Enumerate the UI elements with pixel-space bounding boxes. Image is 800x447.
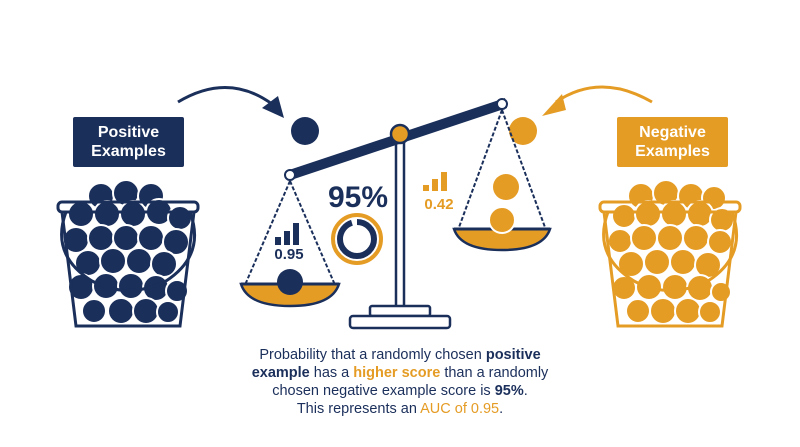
gauge-ring-icon xyxy=(331,213,383,265)
caption-auc: AUC of 0.95 xyxy=(420,401,500,417)
negative-examples-label: Negative Examples xyxy=(617,117,728,167)
balance-scale-icon xyxy=(239,98,552,330)
explanation-caption: Probability that a randomly chosen posit… xyxy=(220,346,580,418)
caption-text-10: This represents an xyxy=(296,401,421,417)
positive-label-line2: Examples xyxy=(91,143,166,160)
caption-positive: positive xyxy=(485,347,541,363)
falling-negative-ball-icon xyxy=(509,117,537,145)
negative-bar-chart-icon xyxy=(423,172,447,191)
left-curved-arrow-icon xyxy=(177,86,284,118)
negative-bucket-icon xyxy=(598,179,742,328)
caption-text-9: . xyxy=(523,383,528,399)
positive-score: 0.95 xyxy=(274,246,304,263)
falling-positive-ball-icon xyxy=(291,117,319,145)
caption-text-7: chosen negative example score is xyxy=(272,383,495,399)
positive-label-line1: Positive xyxy=(97,124,160,141)
positive-balls xyxy=(62,179,193,325)
positive-bucket-icon xyxy=(56,179,200,328)
right-curved-arrow-icon xyxy=(542,85,653,116)
caption-text-6: than a randomly xyxy=(440,365,549,381)
positive-bar-chart-icon xyxy=(275,223,299,245)
caption-95: 95% xyxy=(494,383,524,399)
caption-text-4: has a xyxy=(309,365,354,381)
positive-examples-label: Positive Examples xyxy=(73,117,184,167)
caption-text-1: Probability that a randomly chosen xyxy=(259,347,486,363)
negative-score: 0.42 xyxy=(424,196,454,213)
caption-higher-score: higher score xyxy=(353,365,441,381)
caption-text-12: . xyxy=(499,401,504,417)
negative-label-line1: Negative xyxy=(639,124,706,141)
caption-example: example xyxy=(251,365,310,381)
auc-percent: 95% xyxy=(327,181,389,214)
negative-label-line2: Examples xyxy=(635,143,710,160)
